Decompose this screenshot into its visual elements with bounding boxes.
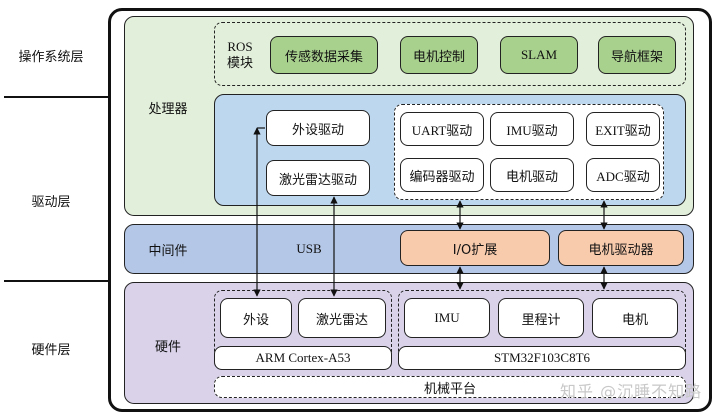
ros-module-group [214, 22, 686, 86]
peripheral-hw-box[interactable]: 外设 [220, 298, 292, 338]
ros-navigation-module[interactable]: 导航框架 [598, 36, 676, 74]
motor-driver-unit-box[interactable]: 电机驱动器 [558, 230, 684, 266]
left-divider-1 [4, 96, 108, 98]
exit-driver-box[interactable]: EXIT驱动 [586, 112, 660, 146]
lidar-driver-box[interactable]: 激光雷达驱动 [266, 160, 370, 196]
motor-hw-box[interactable]: 电机 [592, 298, 678, 338]
imu-driver-box[interactable]: IMU驱动 [490, 112, 574, 146]
left-divider-2 [4, 280, 108, 282]
driver-layer-label: 驱动层 [31, 194, 71, 210]
stm32-chip-box[interactable]: STM32F103C8T6 [398, 346, 686, 370]
uart-driver-box[interactable]: UART驱动 [400, 112, 484, 146]
watermark-text: 知乎 @沉睡不知路 [560, 382, 703, 401]
lidar-hw-box[interactable]: 激光雷达 [298, 298, 386, 338]
ros-slam-module[interactable]: SLAM [500, 36, 578, 74]
motor-driver-box[interactable]: 电机驱动 [490, 158, 574, 192]
os-layer-label: 操作系统层 [18, 49, 84, 65]
io-expansion-box[interactable]: I/O扩展 [400, 230, 550, 266]
imu-hw-box[interactable]: IMU [404, 298, 490, 338]
adc-driver-box[interactable]: ADC驱动 [586, 158, 660, 192]
processor-title: 处理器 [148, 101, 188, 117]
middleware-title: 中间件 [148, 243, 188, 259]
mechanical-platform-box[interactable]: 机械平台 [214, 376, 686, 398]
peripheral-driver-box[interactable]: 外设驱动 [266, 110, 370, 146]
hardware-title: 硬件 [154, 339, 181, 355]
ros-module-label: ROS 模块 [218, 36, 262, 74]
arm-chip-box[interactable]: ARM Cortex-A53 [214, 346, 392, 370]
ros-motor-control-module[interactable]: 电机控制 [400, 36, 478, 74]
odometer-hw-box[interactable]: 里程计 [498, 298, 584, 338]
usb-label: USB [296, 241, 322, 256]
hardware-layer-label: 硬件层 [31, 342, 71, 358]
ros-label-line1: ROS [227, 39, 253, 54]
ros-sensor-data-module[interactable]: 传感数据采集 [270, 36, 378, 74]
ros-label-line2: 模块 [226, 56, 253, 71]
encoder-driver-box[interactable]: 编码器驱动 [400, 158, 484, 192]
